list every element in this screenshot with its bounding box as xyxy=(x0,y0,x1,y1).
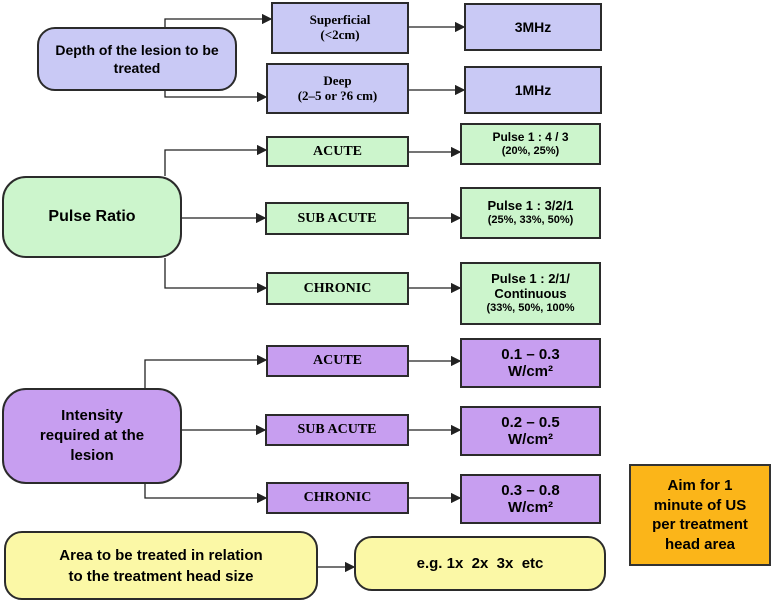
depth-of-lesion-box: Depth of the lesion to be treated xyxy=(37,27,237,91)
pulse-subacute-box: SUB ACUTE xyxy=(265,202,409,235)
aim-line3: per treatment xyxy=(652,516,748,533)
intensity-subacute-range-box: 0.2 – 0.5 W/cm² xyxy=(460,406,601,456)
aim-line1: Aim for 1 xyxy=(667,477,733,494)
intensity-line1: Intensity xyxy=(61,406,123,424)
intensity-acute-unit: W/cm² xyxy=(508,363,553,380)
deep-range: (2–5 or ?6 cm) xyxy=(297,87,378,103)
intensity-subacute-unit: W/cm² xyxy=(508,431,553,448)
intensity-subacute-label: SUB ACUTE xyxy=(297,422,377,437)
superficial-box: Superficial (<2cm) xyxy=(271,2,409,54)
aim-line4: head area xyxy=(664,535,736,553)
pulse-acute-ratio: Pulse 1 : 4 / 3 xyxy=(492,129,569,144)
pulse-chronic-box: CHRONIC xyxy=(266,272,409,305)
freq-1mhz-box: 1MHz xyxy=(464,66,602,114)
area-line1: Area to be treated in relation xyxy=(59,546,263,564)
intensity-subacute-range: 0.2 – 0.5 xyxy=(501,413,560,431)
intensity-acute-label: ACUTE xyxy=(312,353,362,368)
area-box: Area to be treated in relation to the tr… xyxy=(4,531,318,600)
intensity-acute-box: ACUTE xyxy=(266,345,409,377)
freq-1mhz-label: 1MHz xyxy=(514,82,552,98)
pulse-ratio-box: Pulse Ratio xyxy=(2,176,182,258)
deep-box: Deep (2–5 or ?6 cm) xyxy=(266,63,409,114)
pulse-acute-box: ACUTE xyxy=(266,136,409,167)
deep-label: Deep xyxy=(323,72,352,88)
pulse-subacute-ratio-box: Pulse 1 : 3/2/1 (25%, 33%, 50%) xyxy=(460,187,601,239)
pulse-acute-pct: (20%, 25%) xyxy=(501,144,560,157)
freq-3mhz-box: 3MHz xyxy=(464,3,602,51)
pulse-chronic-ratio: Pulse 1 : 2/1/ xyxy=(491,271,570,287)
pulse-subacute-label: SUB ACUTE xyxy=(297,210,377,226)
area-example-box: e.g. 1x 2x 3x etc xyxy=(354,536,606,591)
pulse-subacute-pct: (25%, 33%, 50%) xyxy=(487,214,574,227)
intensity-chronic-unit: W/cm² xyxy=(508,499,553,516)
intensity-line2: required at the xyxy=(39,426,145,444)
pulse-chronic-continuous: Continuous xyxy=(494,286,567,302)
pulse-subacute-ratio: Pulse 1 : 3/2/1 xyxy=(487,198,574,214)
intensity-chronic-range: 0.3 – 0.8 xyxy=(501,481,560,499)
intensity-acute-range: 0.1 – 0.3 xyxy=(501,345,560,363)
pulse-ratio-label: Pulse Ratio xyxy=(48,208,136,225)
pulse-chronic-ratio-box: Pulse 1 : 2/1/ Continuous (33%, 50%, 100… xyxy=(460,262,601,325)
pulse-acute-label: ACUTE xyxy=(312,143,362,159)
intensity-acute-range-box: 0.1 – 0.3 W/cm² xyxy=(460,338,601,388)
depth-of-lesion-label: Depth of the lesion to be treated xyxy=(55,41,219,76)
intensity-chronic-box: CHRONIC xyxy=(266,482,409,514)
intensity-chronic-range-box: 0.3 – 0.8 W/cm² xyxy=(460,474,601,524)
aim-note-box: Aim for 1 minute of US per treatment hea… xyxy=(629,464,771,566)
superficial-range: (<2cm) xyxy=(320,27,360,42)
aim-line2: minute of US xyxy=(653,496,747,514)
pulse-chronic-label: CHRONIC xyxy=(303,280,372,296)
area-line2: to the treatment head size xyxy=(68,567,254,585)
area-example: e.g. 1x 2x 3x etc xyxy=(416,555,544,572)
pulse-acute-ratio-box: Pulse 1 : 4 / 3 (20%, 25%) xyxy=(460,123,601,165)
superficial-label: Superficial xyxy=(309,12,371,28)
intensity-box: Intensity required at the lesion xyxy=(2,388,182,484)
intensity-chronic-label: CHRONIC xyxy=(303,490,372,505)
freq-3mhz-label: 3MHz xyxy=(514,19,552,35)
pulse-chronic-pct: (33%, 50%, 100% xyxy=(486,302,575,315)
intensity-line3: lesion xyxy=(70,447,114,465)
intensity-subacute-box: SUB ACUTE xyxy=(265,414,409,446)
